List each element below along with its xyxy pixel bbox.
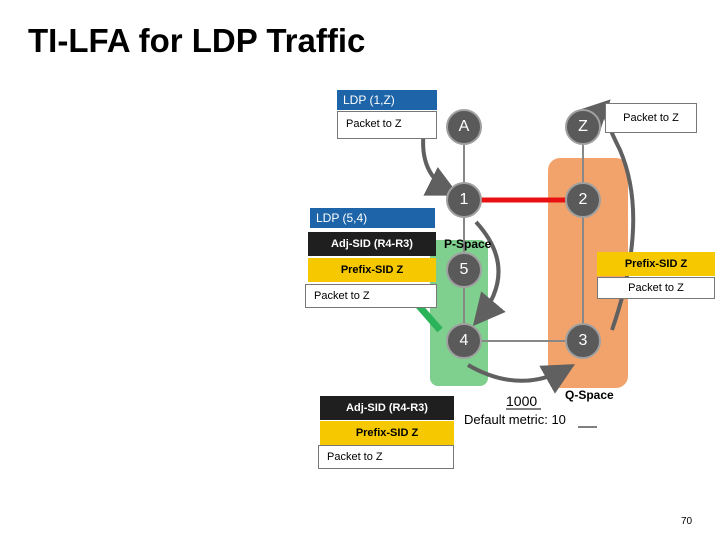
packet-to-z-right-mid: Packet to Z	[597, 277, 715, 299]
adj-sid-mid: Adj-SID (R4-R3)	[308, 232, 436, 256]
packet-to-z-mid: Packet to Z	[305, 284, 437, 308]
node-z: Z	[565, 109, 601, 145]
q-space-label: Q-Space	[565, 388, 614, 402]
default-metric-text: Default metric:	[464, 412, 548, 427]
arrow-4-to-3	[467, 363, 575, 394]
node-a: A	[446, 109, 482, 145]
slide-title: TI-LFA for LDP Traffic	[28, 22, 366, 59]
adj-sid-bottom: Adj-SID (R4-R3)	[320, 396, 454, 420]
node-3: 3	[565, 323, 601, 359]
prefix-sid-mid: Prefix-SID Z	[308, 258, 436, 282]
metric-value: 1000	[506, 393, 538, 409]
default-metric-label: Default metric: 10	[464, 412, 566, 427]
prefix-sid-bottom: Prefix-SID Z	[320, 421, 454, 445]
ldp-1-z-label: LDP (1,Z)	[337, 90, 437, 110]
prefix-sid-right: Prefix-SID Z	[597, 252, 715, 276]
arrow-1-to-4	[472, 220, 506, 327]
node-5: 5	[446, 252, 482, 288]
packet-to-z-top: Packet to Z	[337, 111, 437, 139]
p-space-label: P-Space	[444, 237, 492, 251]
arrow-a-to-1	[421, 129, 460, 196]
node-4: 4	[446, 323, 482, 359]
default-metric-value: 10	[551, 412, 566, 427]
page-number: 70	[681, 516, 693, 527]
node-2: 2	[565, 182, 601, 218]
ldp-5-4-label: LDP (5,4)	[310, 208, 435, 228]
packet-to-z-bottom: Packet to Z	[318, 445, 454, 469]
node-1: 1	[446, 182, 482, 218]
packet-to-z-right-top: Packet to Z	[605, 103, 697, 133]
